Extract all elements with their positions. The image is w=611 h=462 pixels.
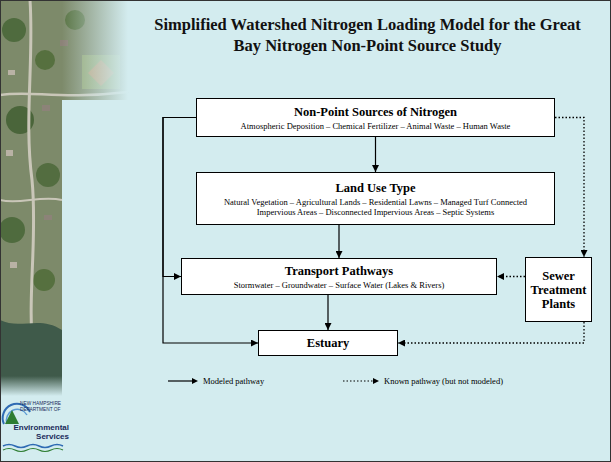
house — [42, 105, 50, 111]
legend-line — [168, 380, 193, 381]
legend-text: Modeled pathway — [203, 376, 264, 386]
modeled-pathway — [163, 118, 196, 277]
photo-fade — [62, 0, 128, 100]
estuary-box: Estuary — [258, 330, 398, 356]
house — [10, 262, 17, 268]
house — [8, 70, 15, 75]
photo-fade — [0, 376, 62, 396]
photo-ground — [0, 0, 62, 396]
box-body: Atmospheric Deposition – Chemical Fertil… — [241, 121, 511, 131]
logo-wave — [3, 445, 63, 448]
agency-wordmark: Environmental Services — [3, 423, 69, 441]
legend-arrow — [373, 378, 379, 384]
box-heading: Estuary — [307, 336, 349, 350]
box-body: Natural Vegetation – Agricultural Lands … — [218, 197, 533, 217]
river — [0, 320, 62, 396]
legend-line — [343, 380, 374, 381]
aerial-photo — [0, 0, 128, 396]
land-use-box: Land Use TypeNatural Vegetation – Agricu… — [196, 172, 555, 225]
slide-title: Simplified Watershed Nitrogen Loading Mo… — [145, 14, 590, 56]
known-pathway — [398, 322, 584, 343]
legend-entry: Known pathway (but not modeled) — [343, 376, 503, 386]
logo-tree — [5, 410, 19, 424]
source-box: Non-Point Sources of NitrogenAtmospheric… — [196, 98, 555, 137]
logo-wave — [3, 449, 63, 452]
modeled-pathway — [327, 295, 328, 330]
box-heading: Non-Point Sources of Nitrogen — [294, 105, 457, 119]
tree-clump — [36, 163, 60, 187]
treatment-box: Sewer Treatment Plants — [525, 257, 592, 322]
transport-box: Transport PathwaysStormwater – Groundwat… — [181, 258, 497, 295]
legend-text: Known pathway (but not modeled) — [384, 376, 503, 386]
modeled-pathway — [163, 118, 258, 344]
connectors — [163, 118, 584, 344]
legend-sample — [168, 376, 198, 386]
legend-sample — [343, 376, 379, 386]
house — [6, 150, 13, 156]
legend-entry: Modeled pathway — [168, 376, 264, 386]
tree-clump — [33, 269, 55, 291]
road — [29, 0, 34, 360]
tree-clump — [0, 217, 25, 243]
modeled-pathway — [338, 225, 339, 258]
legend-arrow — [192, 378, 198, 384]
tree-clump — [35, 50, 55, 70]
house — [44, 215, 52, 220]
agency-name: NEW HAMPSHIRE DEPARTMENT OF — [20, 401, 64, 412]
box-body: Stormwater – Groundwater – Surface Water… — [234, 280, 445, 290]
box-heading: Sewer Treatment Plants — [530, 269, 587, 311]
tree-clump — [2, 18, 26, 42]
box-heading: Transport Pathways — [285, 264, 393, 278]
modeled-pathway — [375, 137, 376, 172]
known-pathway — [555, 118, 584, 258]
road — [0, 199, 62, 202]
box-heading: Land Use Type — [335, 181, 415, 195]
known-pathway — [497, 276, 525, 277]
